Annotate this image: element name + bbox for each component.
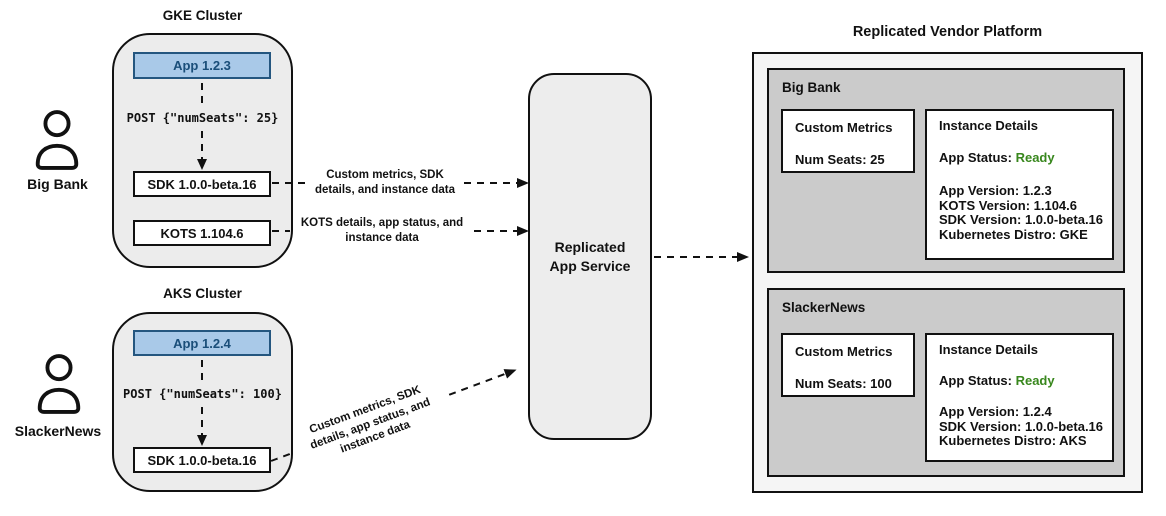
gke-post-dash-top [201,83,203,104]
arrow-aks-sdk-to-service-label: Custom metrics, SDK details, app status,… [307,383,432,456]
num-seats-value: Num Seats: 100 [795,376,892,391]
slackernews-person-icon [37,354,81,414]
gke-sdk-node: SDK 1.0.0-beta.16 [133,171,271,197]
arrow-sdk-to-service: Custom metrics, SDK details, and instanc… [272,167,529,199]
detail-line: Kubernetes Distro: AKS [939,433,1087,449]
detail-line: App Version: 1.2.3 [939,183,1052,198]
dash-segment [654,256,737,258]
aks-post-dash-top [201,360,203,380]
gke-app-node: App 1.2.3 [133,52,271,79]
platform-big-bank-panel: Big Bank Custom Metrics Num Seats: 25 In… [767,68,1125,273]
gke-kots-node: KOTS 1.104.6 [133,220,271,246]
slackernews-instance-details-card: Instance Details App Status: Ready App V… [925,333,1114,462]
app-status-value: Ready [1015,373,1055,388]
aks-sdk-node: SDK 1.0.0-beta.16 [133,447,271,473]
detail-line: Kubernetes Distro: GKE [939,226,1088,242]
dash-segment [448,372,506,396]
detail-line: SDK Version: 1.0.0-beta.16 [939,212,1104,228]
dash-segment [272,230,290,232]
big-bank-person-icon [35,110,79,170]
slackernews-user-label: SlackerNews [14,423,102,439]
dash-segment [474,230,517,232]
instance-details-list: App Version: 1.2.3 KOTS Version: 1.104.6… [939,183,1104,242]
slackernews-custom-metrics-card: Custom Metrics Num Seats: 100 [781,333,915,397]
dash-segment [270,452,292,462]
arrowhead-right-icon [517,178,529,188]
arrow-kots-to-service: KOTS details, app status, and instance d… [272,215,529,247]
platform-slackernews-panel: SlackerNews Custom Metrics Num Seats: 10… [767,288,1125,477]
arrow-kots-to-service-label: KOTS details, app status, and instance d… [300,217,464,244]
app-status-line: App Status: Ready [939,373,1055,388]
detail-line: App Version: 1.2.4 [939,404,1052,419]
instance-details-list: App Version: 1.2.4 SDK Version: 1.0.0-be… [939,404,1104,449]
aks-cluster-title: AKS Cluster [163,286,242,301]
aks-app-node: App 1.2.4 [133,330,271,356]
arrowhead-right-icon [737,252,749,262]
num-seats-value: Num Seats: 25 [795,152,885,167]
big-bank-custom-metrics-card: Custom Metrics Num Seats: 25 [781,109,915,173]
aks-post-arrowhead-icon [197,435,207,446]
instance-details-title: Instance Details [939,342,1038,357]
gke-post-label: POST {"numSeats": 25} [126,111,279,125]
app-status-label: App Status: [939,150,1012,165]
aks-post-dash-bottom [201,407,203,435]
detail-line: SDK Version: 1.0.0-beta.16 [939,418,1104,434]
gke-cluster-title: GKE Cluster [162,8,243,23]
app-status-value: Ready [1015,150,1055,165]
dash-segment [272,182,306,184]
platform-title: Replicated Vendor Platform [852,24,1043,40]
arrowhead-right-icon [517,226,529,236]
app-status-label: App Status: [939,373,1012,388]
aks-post-label: POST {"numSeats": 100} [123,387,282,401]
dash-segment [464,182,517,184]
gke-post-dash-bottom [201,131,203,159]
replicated-app-service-node: Replicated App Service [528,73,652,440]
arrow-sdk-to-service-label: Custom metrics, SDK details, and instanc… [315,169,455,196]
platform-slackernews-name: SlackerNews [782,300,866,315]
instance-details-title: Instance Details [939,118,1038,133]
custom-metrics-title: Custom Metrics [795,120,893,135]
big-bank-user-label: Big Bank [27,176,88,192]
detail-line: KOTS Version: 1.104.6 [939,197,1078,213]
app-status-line: App Status: Ready [939,150,1055,165]
arrowhead-right-icon [503,364,519,379]
arrow-service-to-platform [654,249,749,265]
gke-post-arrowhead-icon [197,159,207,170]
custom-metrics-title: Custom Metrics [795,344,893,359]
big-bank-instance-details-card: Instance Details App Status: Ready App V… [925,109,1114,260]
platform-big-bank-name: Big Bank [782,80,841,95]
arrow-aks-sdk-to-service: Custom metrics, SDK details, app status,… [266,357,521,475]
